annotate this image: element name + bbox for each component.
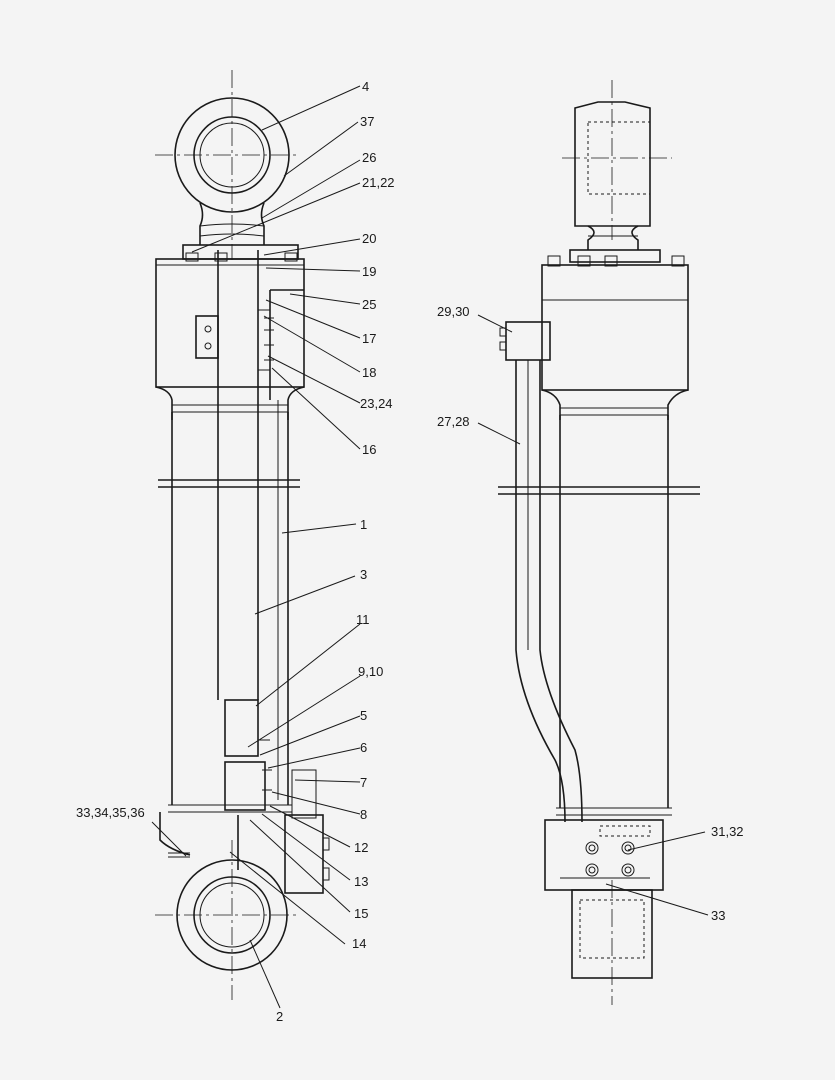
callout-5: 5 <box>360 708 367 723</box>
callout-labels: 4 37 26 21,22 20 19 25 17 18 23,24 16 1 … <box>76 79 744 1024</box>
callout-19: 19 <box>362 264 376 279</box>
callout-18: 18 <box>362 365 376 380</box>
left-cylinder-view <box>155 70 330 1000</box>
callout-4: 4 <box>362 79 369 94</box>
callout-33: 33 <box>711 908 725 923</box>
callout-11: 11 <box>356 612 370 627</box>
callout-9-10: 9,10 <box>358 664 383 679</box>
callout-15: 15 <box>354 906 368 921</box>
callout-14: 14 <box>352 936 366 951</box>
callout-23-24: 23,24 <box>360 396 393 411</box>
callout-20: 20 <box>362 231 376 246</box>
callout-37: 37 <box>360 114 374 129</box>
callout-31-32: 31,32 <box>711 824 744 839</box>
leader-lines <box>151 85 709 1009</box>
callout-33-34-35-36: 33,34,35,36 <box>76 805 145 820</box>
callout-6: 6 <box>360 740 367 755</box>
callout-1: 1 <box>360 517 367 532</box>
callout-21-22: 21,22 <box>362 175 395 190</box>
callout-7: 7 <box>360 775 367 790</box>
callout-26: 26 <box>362 150 376 165</box>
callout-29-30: 29,30 <box>437 304 470 319</box>
callout-8: 8 <box>360 807 367 822</box>
callout-3: 3 <box>360 567 367 582</box>
callout-16: 16 <box>362 442 376 457</box>
callout-13: 13 <box>354 874 368 889</box>
callout-27-28: 27,28 <box>437 414 470 429</box>
right-cylinder-view <box>498 80 700 1005</box>
callout-2: 2 <box>276 1009 283 1024</box>
callout-17: 17 <box>362 331 376 346</box>
callout-25: 25 <box>362 297 376 312</box>
callout-12: 12 <box>354 840 368 855</box>
